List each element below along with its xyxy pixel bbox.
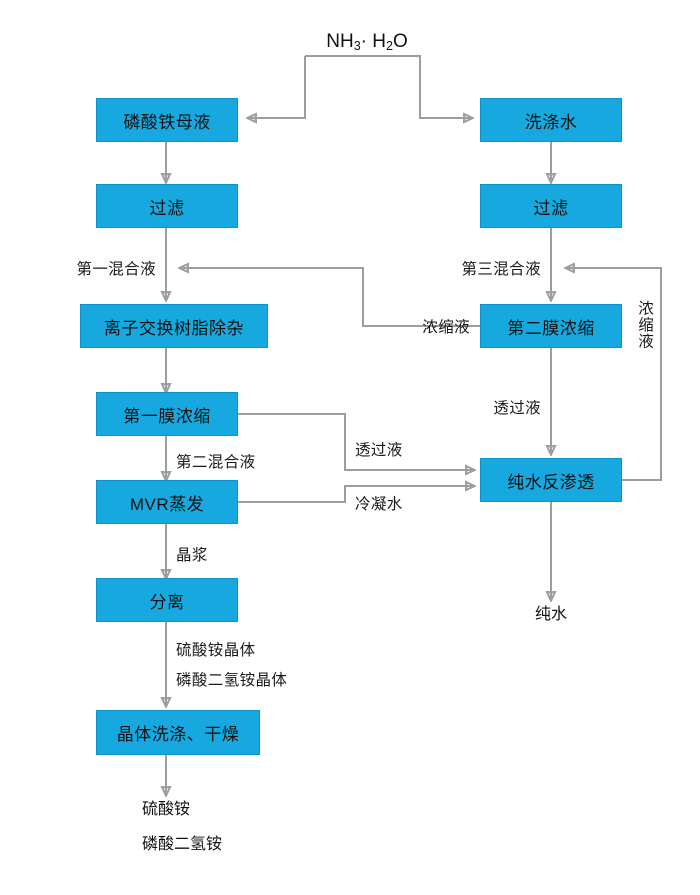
wire-nh3-to-wash-water (305, 55, 472, 118)
node-iron-phosphate-mother-liquor[interactable]: 磷酸铁母液 (96, 98, 238, 142)
edge-label-monoammonium-phosphate-crystal: 磷酸二氢铵晶体 (176, 672, 288, 689)
edge-label-crystal-slurry: 晶浆 (176, 547, 208, 564)
node-separation[interactable]: 分离 (96, 578, 238, 622)
edge-label-permeate-first-membrane: 透过液 (355, 442, 403, 459)
output-label-monoammonium-phosphate: 磷酸二氢铵 (141, 836, 223, 853)
node-first-membrane-concentration[interactable]: 第一膜浓缩 (96, 392, 238, 436)
nh3-h2o-inlet-label: NH3· H2O (326, 31, 408, 54)
node-ion-exchange-resin[interactable]: 离子交换树脂除杂 (80, 304, 268, 348)
node-filtration-right[interactable]: 过滤 (480, 184, 622, 228)
node-filtration-left[interactable]: 过滤 (96, 184, 238, 228)
node-pure-water-reverse-osmosis[interactable]: 纯水反渗透 (480, 458, 622, 502)
node-crystal-wash-dry[interactable]: 晶体洗涤、干燥 (96, 710, 260, 755)
wire-nh3-to-mother-liquor (248, 56, 306, 118)
output-label-pure-water: 纯水 (534, 606, 568, 623)
edge-label-concentrate-to-first-mixed: 浓缩液 (422, 319, 470, 336)
edge-label-concentrate-recycle: 浓缩液 (636, 300, 653, 350)
edge-label-condensate-water: 冷凝水 (355, 496, 403, 513)
edge-label-second-mixed-liquor: 第二混合液 (176, 454, 256, 471)
edge-label-permeate-second-membrane: 透过液 (493, 400, 541, 417)
edge-label-third-mixed-liquor: 第三混合液 (461, 261, 541, 278)
node-mvr-evaporation[interactable]: MVR蒸发 (96, 480, 238, 524)
node-second-membrane-concentration[interactable]: 第二膜浓缩 (480, 304, 622, 348)
edge-label-first-mixed-liquor: 第一混合液 (76, 261, 156, 278)
edge-label-ammonium-sulfate-crystal: 硫酸铵晶体 (176, 642, 256, 659)
node-wash-water[interactable]: 洗涤水 (480, 98, 622, 142)
output-label-ammonium-sulfate: 硫酸铵 (141, 801, 191, 818)
